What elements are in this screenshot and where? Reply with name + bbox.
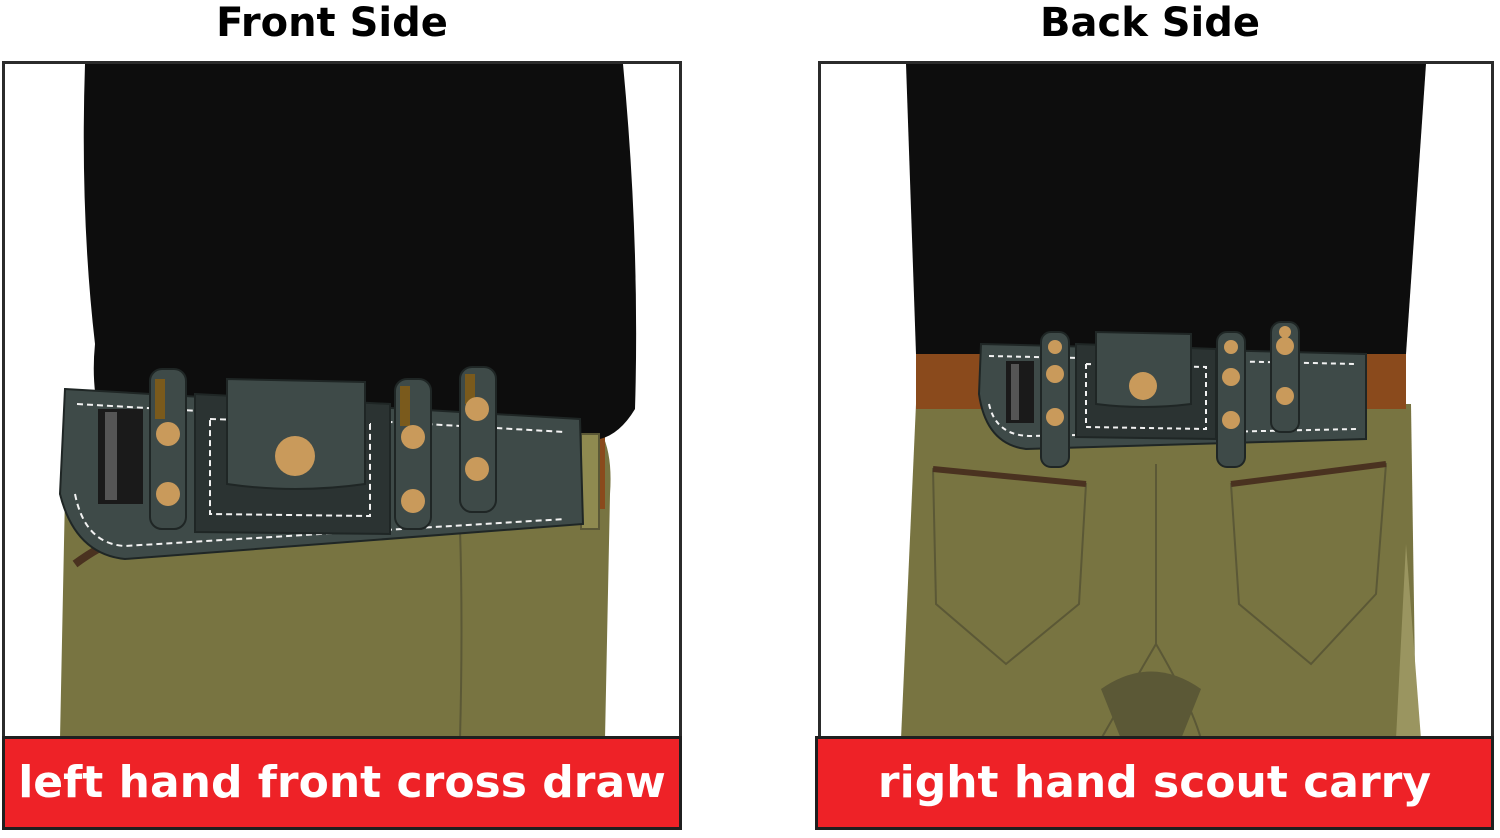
back-view-drawing	[901, 64, 1426, 739]
leather-sheath	[58, 366, 585, 561]
leather-sheath	[977, 321, 1367, 468]
shirt	[906, 64, 1426, 354]
back-view-illustration	[818, 61, 1494, 742]
front-carry-caption: left hand front cross draw	[2, 736, 682, 830]
front-view-drawing	[58, 64, 637, 739]
back-carry-caption: right hand scout carry	[815, 736, 1494, 830]
pants-back	[901, 404, 1416, 739]
seat-shadow	[1101, 671, 1201, 739]
pants-fold-line	[459, 528, 463, 739]
shirt	[83, 64, 637, 439]
back-side-heading: Back Side	[1040, 0, 1260, 46]
front-view-illustration	[2, 61, 682, 742]
front-side-heading: Front Side	[216, 0, 448, 46]
pants-shadow	[1396, 544, 1421, 739]
